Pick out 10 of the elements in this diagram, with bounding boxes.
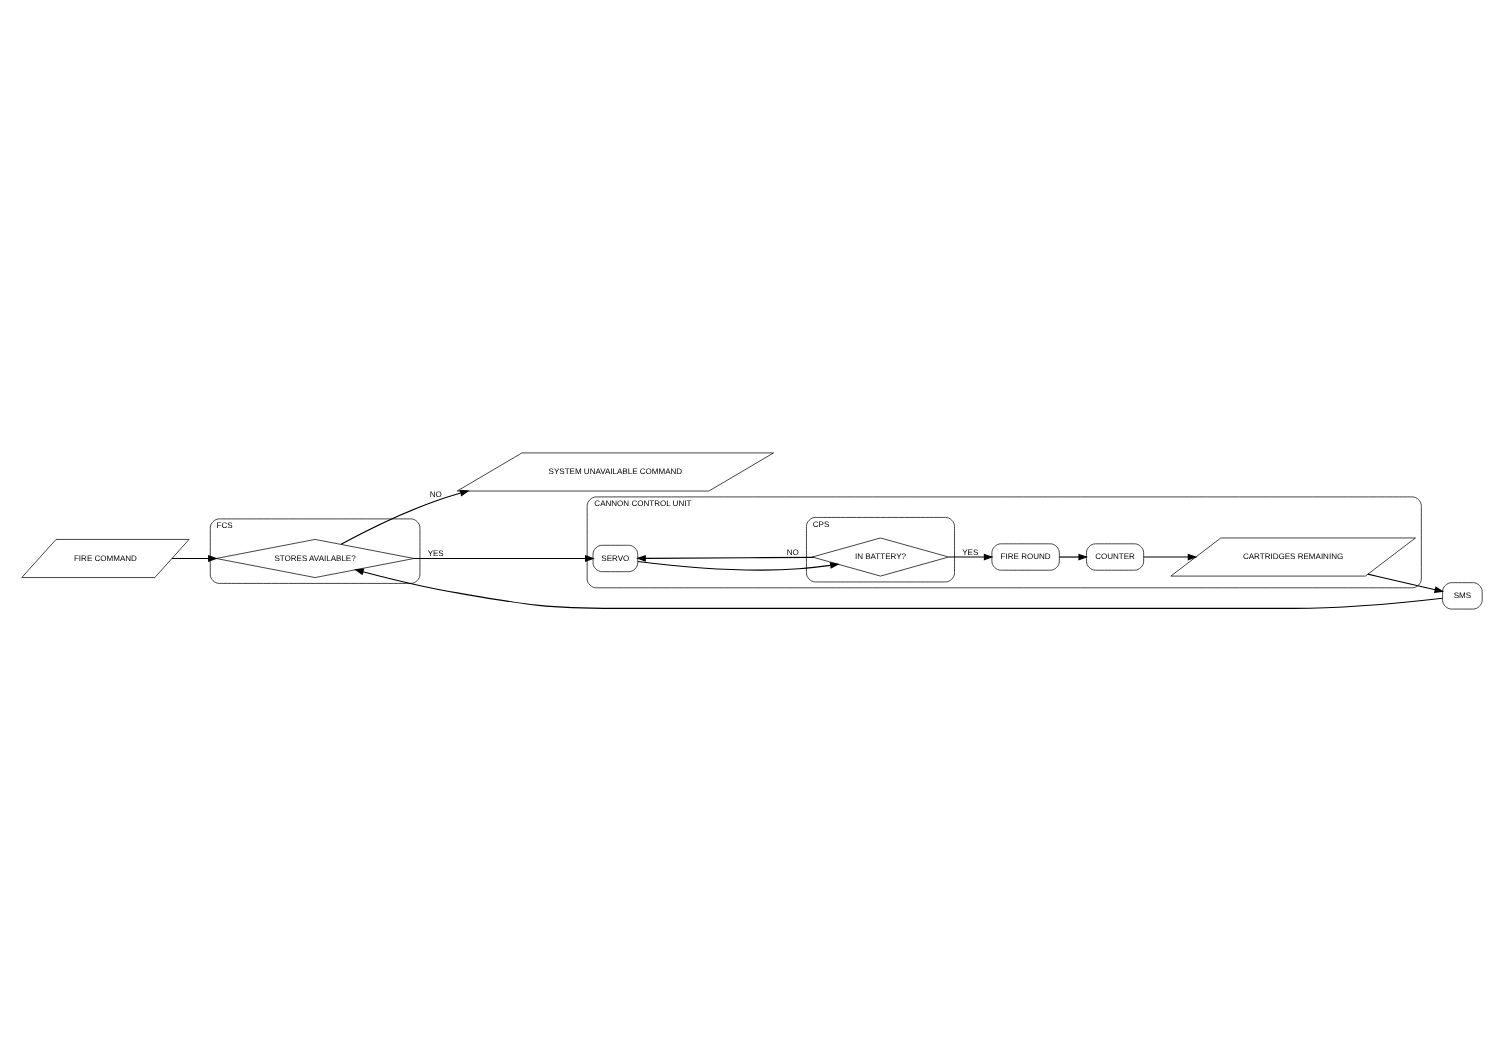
arrow — [171, 554, 218, 561]
arrow — [948, 552, 994, 560]
arrow — [1143, 552, 1198, 560]
arrow — [1367, 572, 1445, 592]
arrow — [354, 567, 1444, 608]
arrow — [637, 559, 840, 570]
arrow — [1058, 552, 1089, 560]
arrow — [413, 554, 595, 561]
arrow — [340, 488, 470, 544]
arrow — [636, 553, 815, 561]
